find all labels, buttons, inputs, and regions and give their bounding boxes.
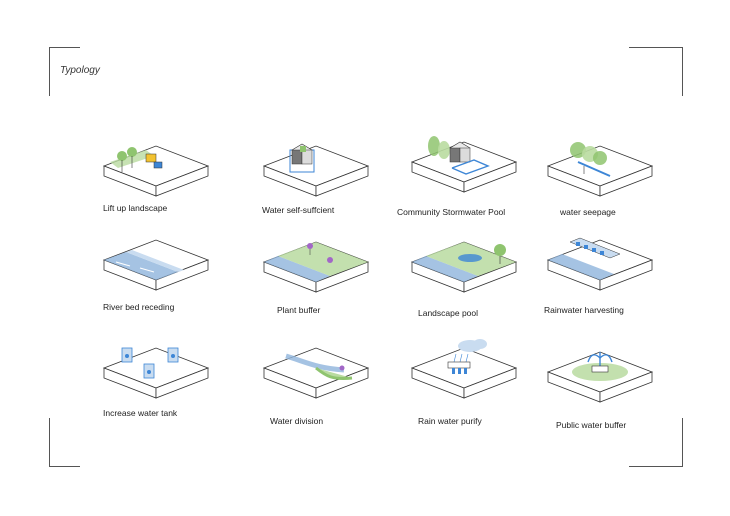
label-landscape-pool: Landscape pool bbox=[418, 308, 479, 318]
label-plant-buffer: Plant buffer bbox=[277, 305, 321, 315]
label-lift-up-landscape: Lift up landscape bbox=[103, 203, 168, 213]
label-increase-water-tank: Increase water tank bbox=[103, 408, 178, 418]
rainwater-harvesting-icon bbox=[540, 226, 660, 306]
river-bed-receding-icon bbox=[96, 226, 216, 306]
water-division-icon bbox=[256, 334, 376, 414]
label-rain-water-purify: Rain water purify bbox=[418, 416, 482, 426]
page-title: Typology bbox=[60, 65, 100, 76]
rain-water-purify-icon bbox=[404, 334, 524, 414]
plant-buffer-icon bbox=[256, 228, 376, 308]
lift-up-landscape-icon bbox=[96, 132, 216, 212]
frame-corner-top-left bbox=[49, 47, 80, 96]
public-water-buffer-icon bbox=[540, 338, 660, 418]
landscape-pool-icon bbox=[404, 228, 524, 308]
label-community-stormwater-pool: Community Stormwater Pool bbox=[397, 207, 506, 217]
label-water-seepage: water seepage bbox=[560, 207, 616, 217]
label-public-water-buffer: Public water buffer bbox=[556, 420, 627, 430]
community-stormwater-pool-icon bbox=[404, 128, 524, 208]
frame-corner-bottom-left bbox=[49, 418, 80, 467]
label-river-bed-receding: River bed receding bbox=[103, 302, 175, 312]
water-seepage-icon bbox=[540, 132, 660, 212]
increase-water-tank-icon bbox=[96, 334, 216, 414]
label-water-self-sufficient: Water self-suffcient bbox=[262, 205, 335, 215]
frame-corner-bottom-right bbox=[629, 418, 683, 467]
label-water-division: Water division bbox=[270, 416, 324, 426]
label-rainwater-harvesting: Rainwater harvesting bbox=[544, 305, 624, 315]
water-self-sufficient-icon bbox=[256, 132, 376, 212]
frame-corner-top-right bbox=[629, 47, 683, 96]
